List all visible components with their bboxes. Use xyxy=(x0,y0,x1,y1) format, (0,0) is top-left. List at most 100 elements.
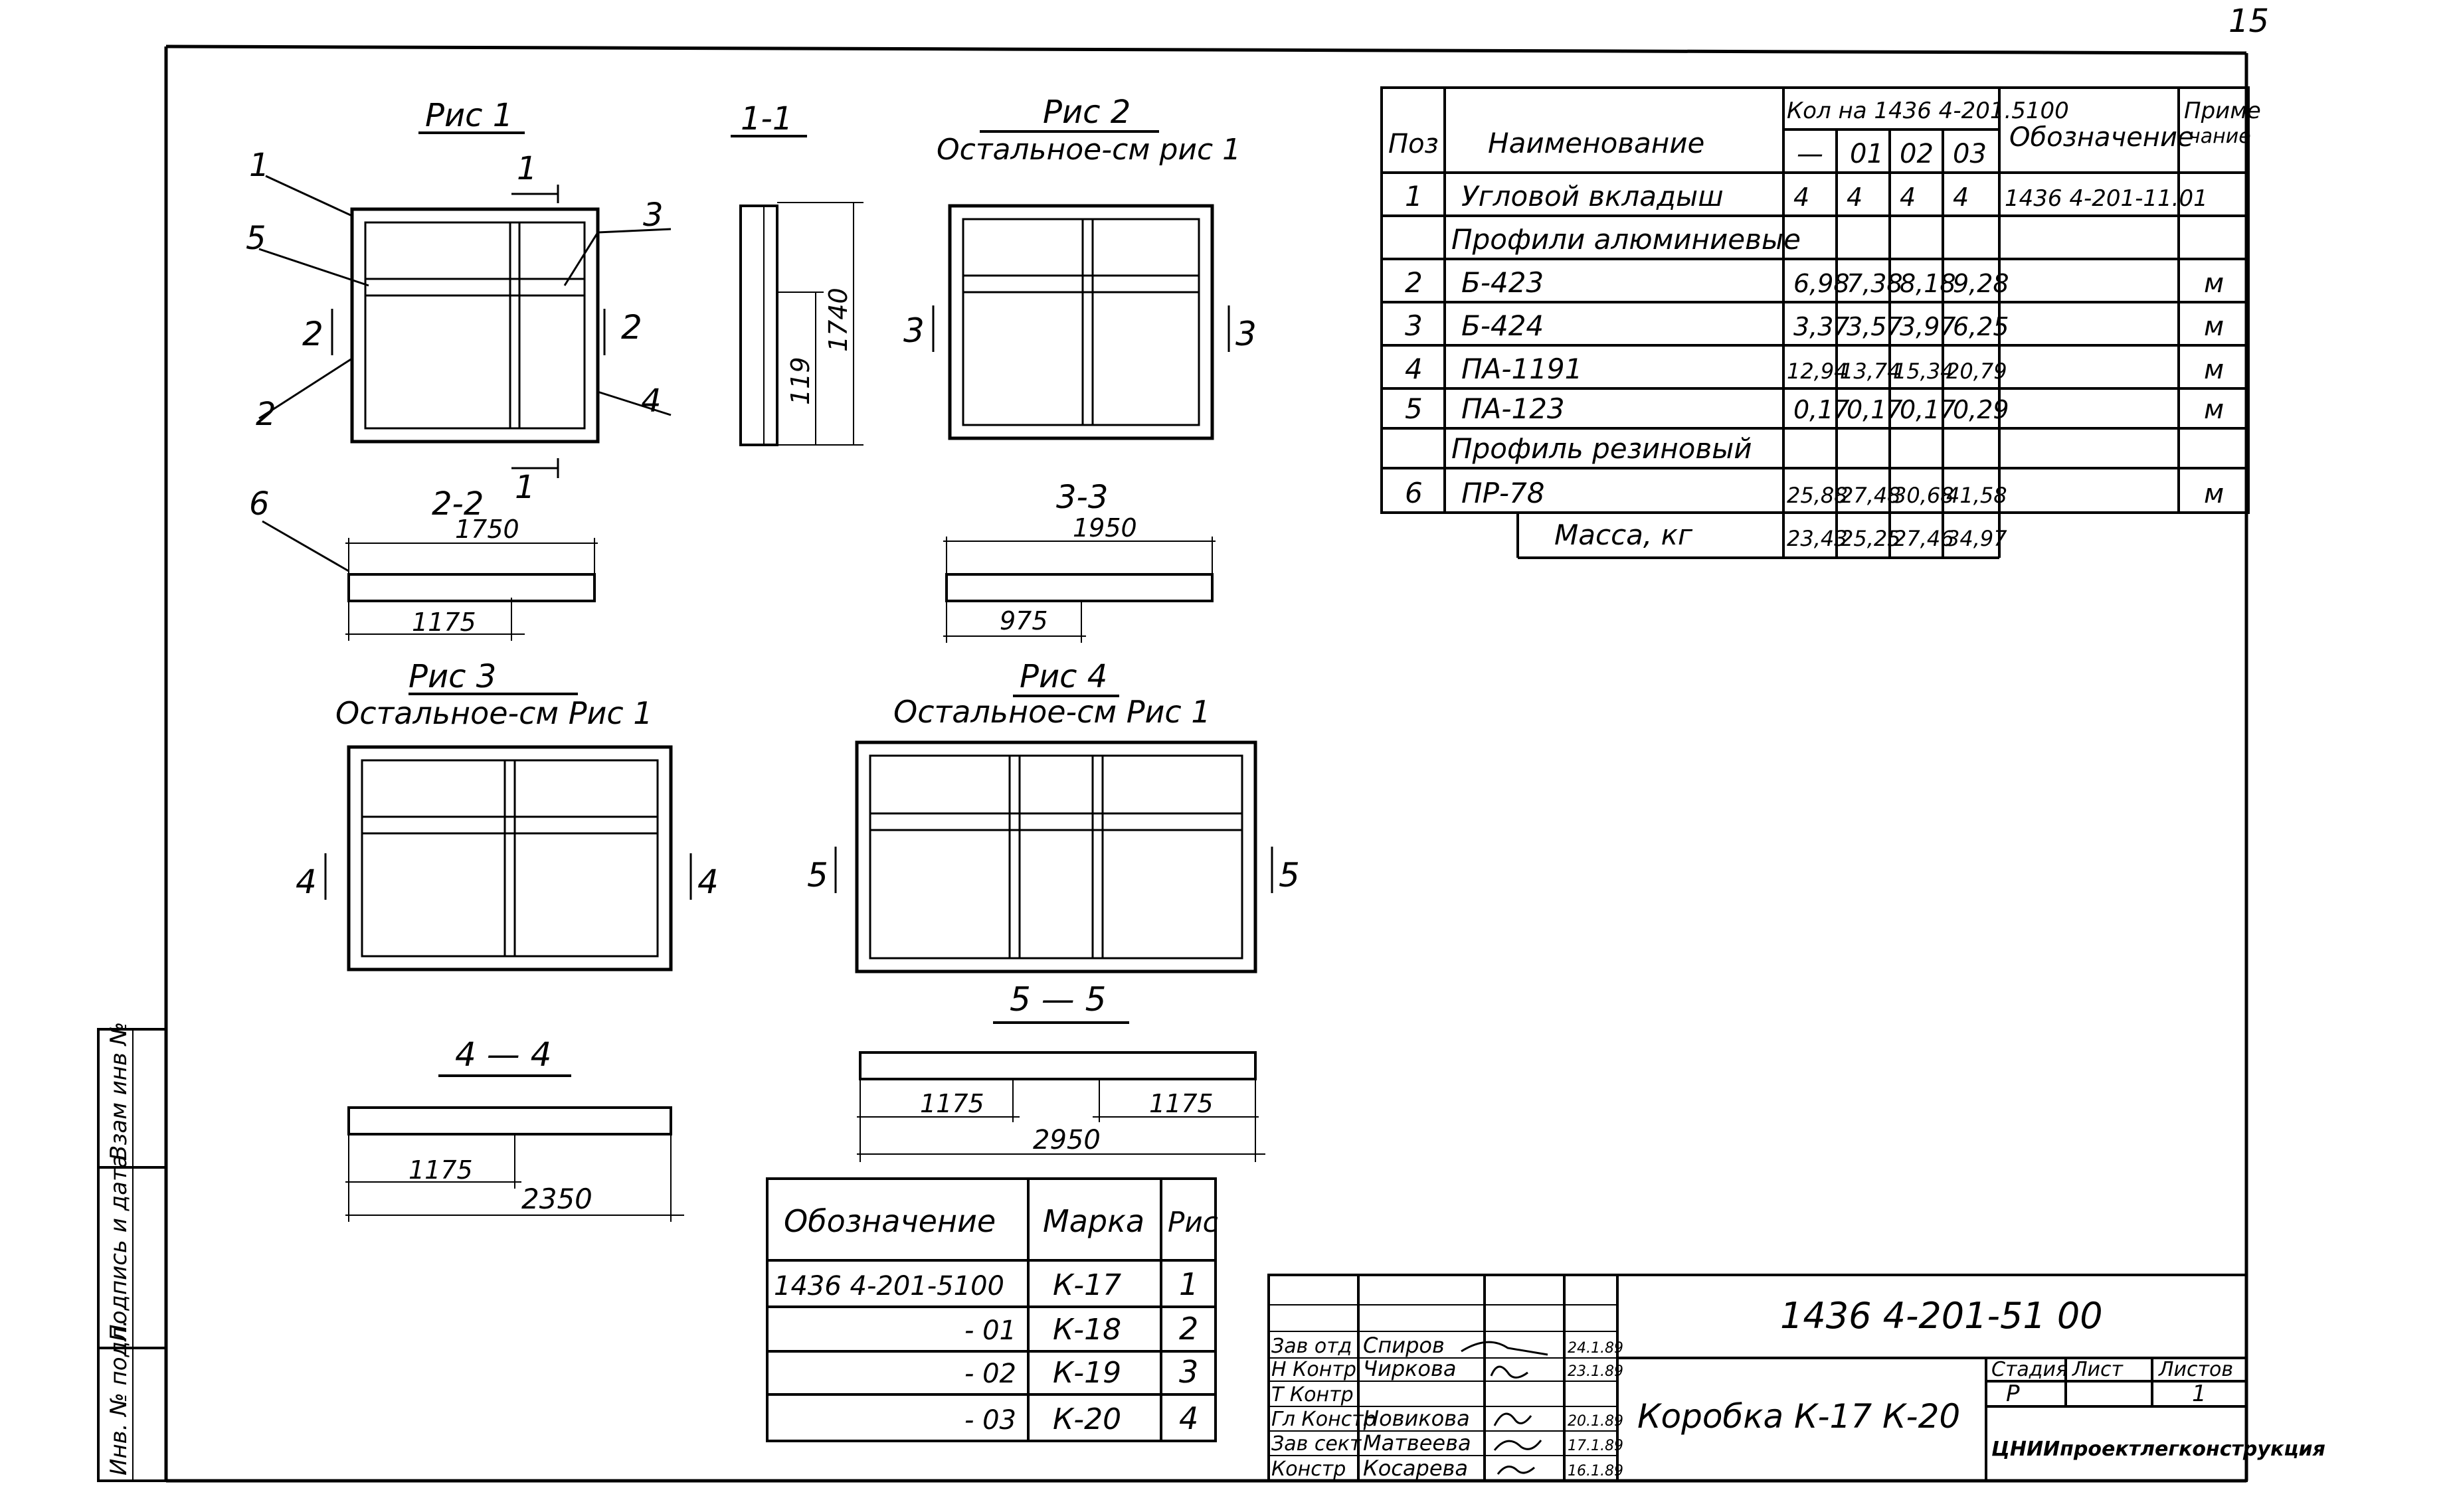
side-stamp-inv: Инв. № подл. xyxy=(106,1319,132,1475)
spec-row-note: м xyxy=(2204,311,2224,342)
fig4-title: Рис 4 xyxy=(1020,658,1107,695)
spec-header-qty-0: — xyxy=(1797,139,1823,169)
fig1-mark-1-bottom: 1 xyxy=(515,469,535,506)
s44-dim-1175: 1175 xyxy=(408,1155,473,1185)
marks-row-mark: К-20 xyxy=(1053,1402,1121,1436)
marks-row-designation: - 02 xyxy=(964,1359,1016,1389)
title-org: ЦНИИпроектлегконструкция xyxy=(1991,1438,2325,1461)
title-stage-label: Стадия xyxy=(1991,1358,2068,1381)
spec-row-qty: 13,74 xyxy=(1840,359,1901,384)
spec-row-note: м xyxy=(2204,355,2224,385)
fig1-callout-1: 1 xyxy=(249,147,270,184)
spec-header-qty-1: 01 xyxy=(1850,139,1884,169)
spec-row-qty: 9,28 xyxy=(1953,269,2009,298)
spec-row-qty: 4 xyxy=(1793,183,1809,212)
spec-row-name: Профили алюминиевые xyxy=(1451,223,1801,256)
spec-row-qty: 3,97 xyxy=(1900,312,1956,341)
spec-row-name: ПА-1191 xyxy=(1461,353,1582,385)
s55-title: 5 — 5 xyxy=(1010,980,1106,1019)
spec-row-name: Б-424 xyxy=(1461,309,1544,342)
signature-strokes xyxy=(1461,1341,1548,1475)
signature-name: Косарева xyxy=(1363,1456,1468,1481)
section-5-5: 5 — 5 1175 1175 2950 xyxy=(857,980,1265,1162)
fig1-mark-1-top: 1 xyxy=(517,150,537,187)
s22-callout-6: 6 xyxy=(249,485,270,523)
spec-row-name: Б-423 xyxy=(1461,266,1544,299)
spec-header-name: Наименование xyxy=(1488,127,1704,159)
title-sheets-label: Листов xyxy=(2158,1358,2233,1381)
spec-row-qty: 3,37 xyxy=(1793,312,1850,341)
fig4-subtitle: Остальное-см Рис 1 xyxy=(893,694,1211,730)
page-number: 15 xyxy=(2228,3,2269,40)
spec-row-note: м xyxy=(2204,394,2224,425)
signature-date: 17.1.89 xyxy=(1568,1438,1623,1454)
s55-dim-1175-left: 1175 xyxy=(920,1089,984,1118)
spec-row-qty: 6,98 xyxy=(1793,269,1850,298)
s22-dim-1175: 1175 xyxy=(412,608,476,637)
spec-row-pos: 4 xyxy=(1405,353,1423,385)
spec-row-pos: 5 xyxy=(1405,392,1423,425)
figure-2: Рис 2 Остальное-см рис 1 3 3 xyxy=(903,94,1257,440)
s44-title: 4 — 4 xyxy=(455,1035,551,1074)
s11-dim-1740: 1740 xyxy=(824,288,853,352)
signature-role: Гл Констр xyxy=(1271,1408,1376,1431)
spec-row-note: м xyxy=(2204,268,2224,299)
signature-role: Констр xyxy=(1271,1458,1346,1481)
spec-row-qty: 25,88 xyxy=(1787,483,1848,508)
fig2-title: Рис 2 xyxy=(1043,94,1131,131)
signature-role: Н Контр xyxy=(1271,1358,1356,1381)
s55-dim-1175-right: 1175 xyxy=(1149,1089,1214,1118)
title-name: Коробка К-17 К-20 xyxy=(1637,1397,1960,1436)
s33-dim-1950: 1950 xyxy=(1073,513,1137,543)
spec-row-pos: 6 xyxy=(1405,477,1423,509)
spec-mass-label: Масса, кг xyxy=(1554,519,1693,551)
spec-header-pos: Поз xyxy=(1388,129,1439,159)
marks-header-fig: Рис xyxy=(1168,1206,1218,1238)
marks-row-mark: К-18 xyxy=(1053,1313,1121,1347)
spec-row-qty: 27,48 xyxy=(1840,483,1901,508)
sheet-frame xyxy=(164,44,2248,1483)
fig3-subtitle: Остальное-см Рис 1 xyxy=(335,695,653,731)
marks-row-fig: 4 xyxy=(1179,1400,1198,1436)
spec-row-qty: 30,68 xyxy=(1893,483,1954,508)
signature-role: Т Контр xyxy=(1271,1383,1354,1406)
marks-row-designation: - 01 xyxy=(964,1315,1016,1346)
spec-row-pos: 1 xyxy=(1405,180,1423,212)
s55-dim-2950: 2950 xyxy=(1033,1125,1101,1155)
s33-dim-975: 975 xyxy=(1000,606,1048,635)
spec-header-qty-3: 03 xyxy=(1953,139,1987,169)
spec-row-name: ПР-78 xyxy=(1461,477,1545,509)
s11-title: 1-1 xyxy=(741,100,792,137)
marks-row-designation: 1436 4-201-5100 xyxy=(774,1271,1004,1302)
fig3-title: Рис 3 xyxy=(408,658,496,695)
spec-mass-1: 25,25 xyxy=(1840,526,1901,551)
fig1-title: Рис 1 xyxy=(425,97,513,134)
signature-date: 23.1.89 xyxy=(1568,1363,1623,1380)
marks-header-designation: Обозначение xyxy=(784,1203,996,1239)
spec-row-qty: 0,29 xyxy=(1953,395,2009,424)
spec-row-qty: 15,34 xyxy=(1893,359,1954,384)
spec-mass-3: 34,97 xyxy=(1946,526,2007,551)
signature-name: Матвеева xyxy=(1363,1430,1471,1456)
title-stage: Р xyxy=(2006,1381,2020,1407)
s44-dim-2350: 2350 xyxy=(521,1183,592,1215)
side-stamp: Инв. № подл. Подпись и дата Взам инв № xyxy=(97,1022,167,1482)
fig4-mark-5-right: 5 xyxy=(1279,856,1300,894)
marks-row-designation: - 03 xyxy=(964,1405,1016,1436)
spec-row-note: м xyxy=(2204,479,2224,509)
side-stamp-sign: Подпись и дата xyxy=(106,1154,132,1341)
fig1-mark-2-left: 2 xyxy=(302,315,323,353)
fig1-callout-5: 5 xyxy=(246,220,266,257)
spec-row-name: Профиль резиновый xyxy=(1451,432,1752,465)
fig4-mark-5-left: 5 xyxy=(807,856,828,894)
section-4-4: 4 — 4 1175 2350 xyxy=(345,1035,684,1222)
fig1-callout-2: 2 xyxy=(256,396,276,433)
s11-dim-119: 119 xyxy=(786,357,815,405)
fig3-mark-4-right: 4 xyxy=(697,863,719,901)
spec-row-designation: 1436 4-201-11.01 xyxy=(2005,185,2208,212)
